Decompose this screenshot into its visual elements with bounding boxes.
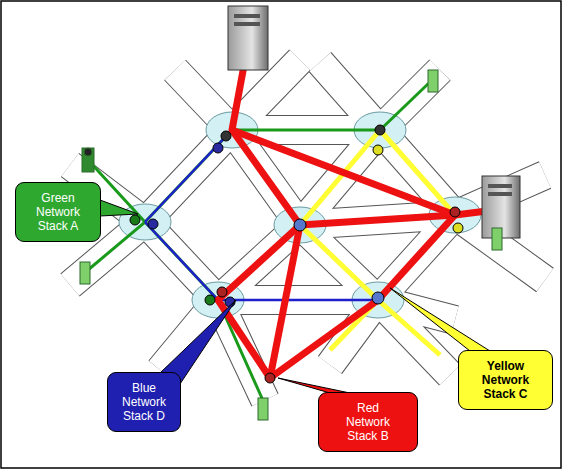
green-stack xyxy=(88,82,500,405)
tube-body xyxy=(70,60,545,400)
callout-box: Red Network Stack B xyxy=(318,392,418,452)
tube-outline xyxy=(70,60,545,400)
callout-text: Yellow Network Stack C xyxy=(474,359,538,401)
red-stack xyxy=(218,60,495,378)
callout-pointers xyxy=(100,200,490,393)
router-icons xyxy=(130,125,463,383)
blue-stack xyxy=(145,130,378,300)
callout-text: Blue Network Stack D xyxy=(114,381,174,423)
callout-box: Yellow Network Stack C xyxy=(458,350,553,410)
callout-text: Red Network Stack B xyxy=(337,401,399,443)
client-icons xyxy=(80,70,502,420)
callout-text: Green Network Stack A xyxy=(27,191,89,233)
callout-box: Green Network Stack A xyxy=(15,182,101,242)
servers xyxy=(228,6,520,238)
callout-box: Blue Network Stack D xyxy=(107,372,181,432)
